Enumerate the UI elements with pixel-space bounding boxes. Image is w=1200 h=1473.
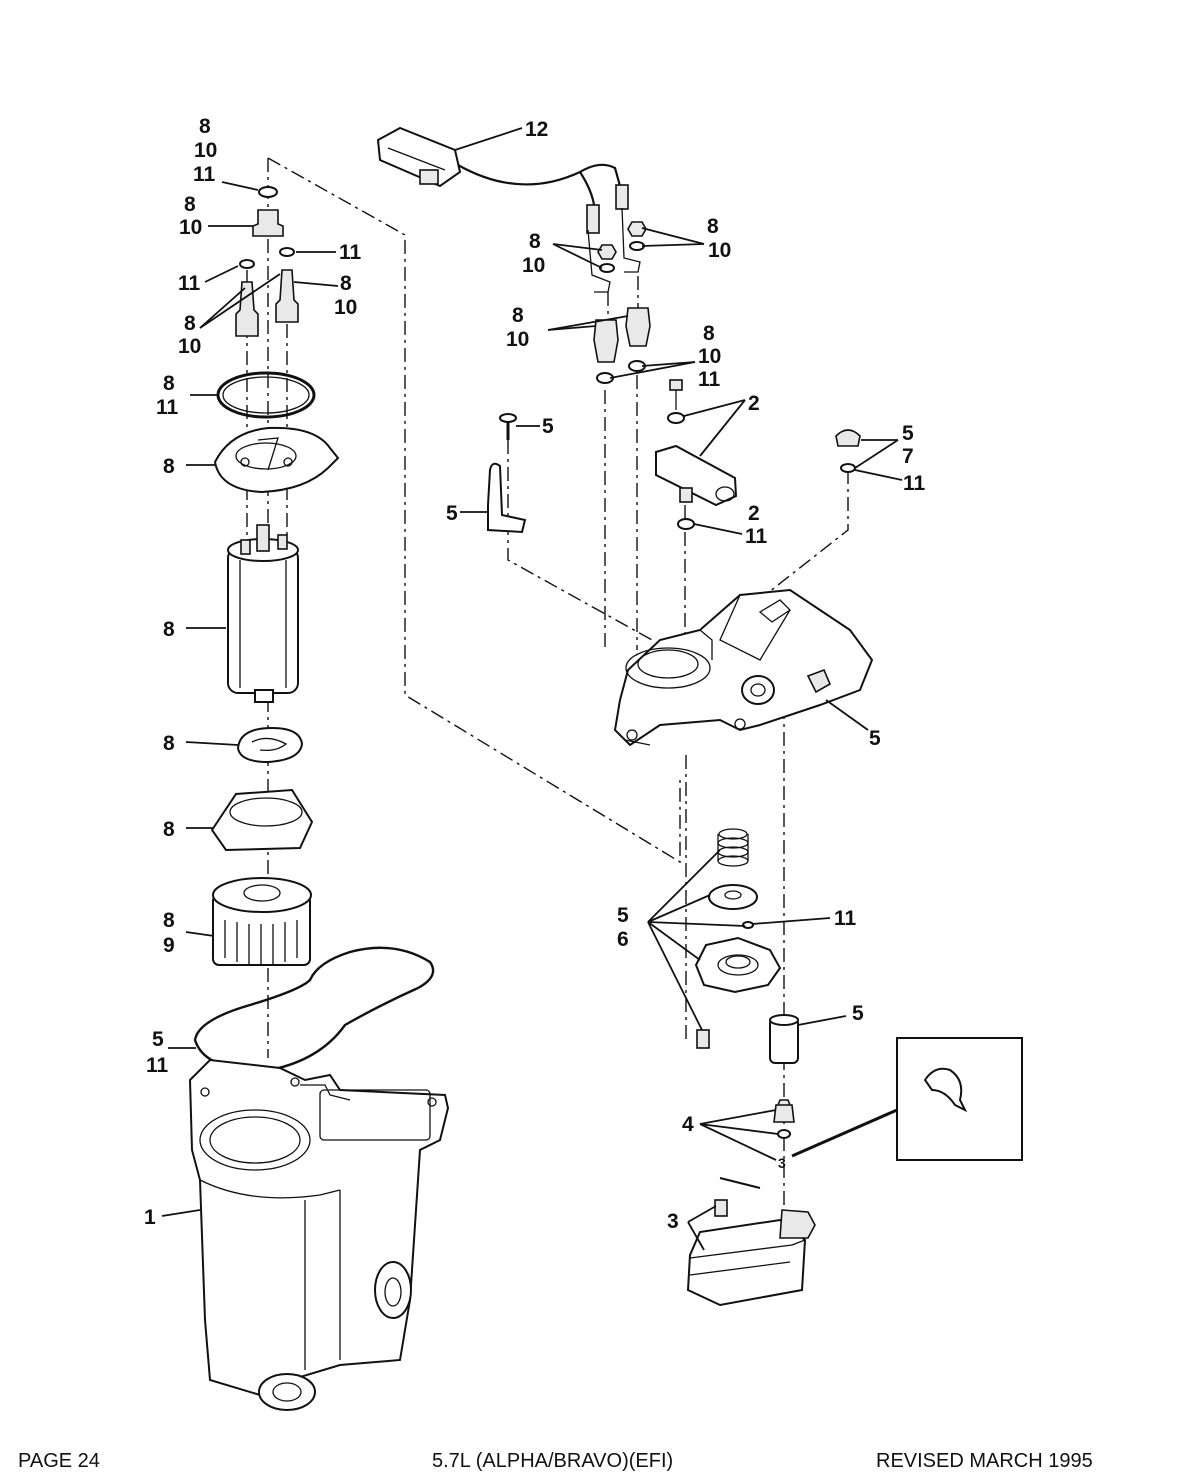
callout: 8 (163, 909, 175, 932)
callout-labels: 8 10 11 8 10 11 11 8 10 8 10 8 11 8 8 8 … (144, 115, 926, 1233)
callout: 8 (163, 818, 175, 841)
reservoir-gasket (193, 946, 435, 1072)
callout: 11 (745, 525, 768, 548)
callout: 10 (708, 239, 731, 262)
fuel-reservoir-housing (188, 1058, 450, 1411)
callout: 5 (542, 415, 554, 438)
callout: 8 (163, 372, 175, 395)
regulator-diaphragm (708, 884, 758, 910)
callout: 9 (163, 934, 175, 957)
callout: 5 (152, 1028, 164, 1051)
wire-harness-connector (376, 126, 641, 293)
pump-damper (236, 726, 304, 764)
footer-page-number: PAGE 24 (18, 1450, 100, 1472)
callout: 11 (156, 396, 179, 419)
callout: 10 (522, 254, 545, 277)
callout: 11 (903, 472, 926, 495)
callout: 8 (163, 455, 175, 478)
regulator-housing (613, 588, 874, 747)
fuel-fitting-block (655, 444, 738, 507)
callout: 8 (184, 312, 196, 335)
callout: 10 (506, 328, 529, 351)
pressure-sensor (625, 307, 651, 347)
callout: 8 (512, 304, 524, 327)
callout: 8 (707, 215, 719, 238)
temperature-sensor (593, 319, 619, 363)
callout: 8 (163, 618, 175, 641)
bottom-cover (686, 1177, 816, 1307)
fuel-cooler-regulator-assembly: 3 (376, 126, 1023, 1307)
fuel-pump-assembly (188, 186, 450, 1411)
callout: 10 (194, 139, 217, 162)
callout: 11 (146, 1054, 169, 1077)
callout: 8 (340, 272, 352, 295)
callout: 8 (163, 732, 175, 755)
footer-model: 5.7L (ALPHA/BRAVO)(EFI) (432, 1450, 674, 1472)
svg-text:3: 3 (778, 1155, 786, 1171)
callout: 4 (682, 1113, 694, 1136)
callout: 5 (852, 1002, 864, 1025)
regulator-base (694, 936, 782, 994)
top-o-ring (258, 186, 278, 198)
callout: 8 (184, 193, 196, 216)
terminal-post-left (235, 281, 259, 337)
callout: 2 (748, 502, 760, 525)
callout: 6 (617, 928, 629, 951)
drain-plug (835, 429, 861, 447)
callout: 7 (902, 445, 914, 468)
callout: 5 (446, 502, 458, 525)
callout: 11 (193, 163, 216, 186)
callout: 12 (525, 118, 548, 141)
callout: 10 (179, 216, 202, 239)
electric-fuel-pump (227, 547, 299, 694)
callout: 11 (339, 241, 362, 264)
regulator-spring (717, 828, 749, 867)
callout: 10 (334, 296, 357, 319)
callout: 5 (869, 727, 881, 750)
callout: 5 (902, 422, 914, 445)
callout: 5 (617, 904, 629, 927)
callout: 2 (748, 392, 760, 415)
footer-revision-date: REVISED MARCH 1995 (876, 1450, 1093, 1472)
mounting-bracket (487, 462, 527, 534)
callout: 11 (698, 368, 721, 391)
clip-detail-inset (791, 1037, 1023, 1161)
fuel-filter (212, 877, 312, 966)
pump-isolator (210, 788, 314, 852)
callout: 1 (144, 1206, 156, 1229)
top-fitting (252, 209, 284, 237)
callout: 8 (199, 115, 211, 138)
callout: 3 (667, 1210, 679, 1233)
callout: 11 (834, 907, 857, 930)
pump-cover-plate (213, 426, 340, 494)
callout: 11 (178, 272, 201, 295)
check-valve (773, 1099, 795, 1123)
callout: 8 (703, 322, 715, 345)
callout: 8 (529, 230, 541, 253)
callout-leaders (161, 127, 903, 1251)
terminal-post-right (275, 269, 299, 323)
callout: 10 (698, 345, 721, 368)
callout: 10 (178, 335, 201, 358)
